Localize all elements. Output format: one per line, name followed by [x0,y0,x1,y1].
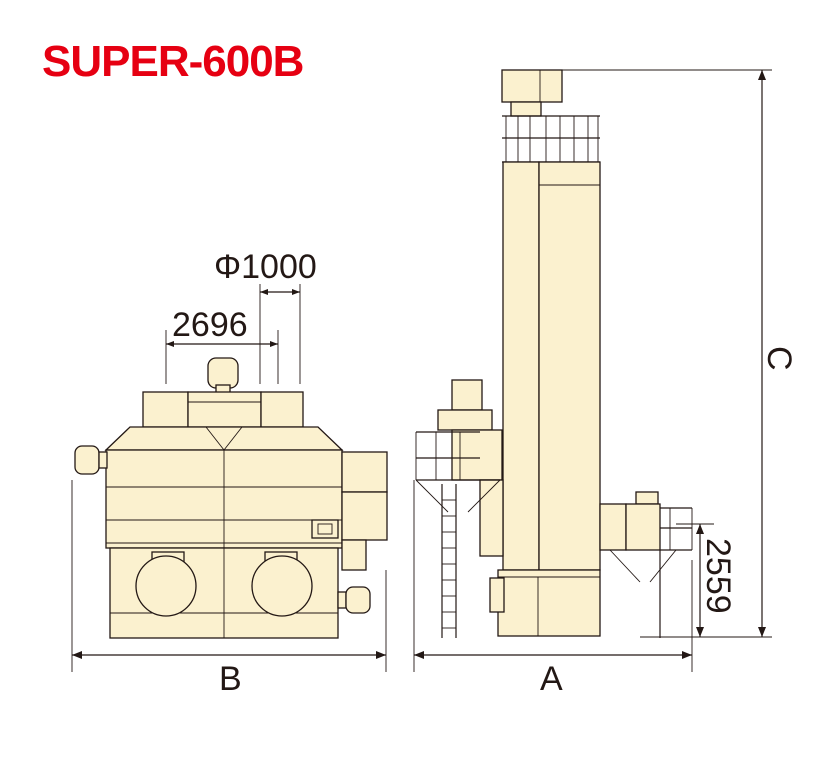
elevator-head [501,69,563,103]
ladder [441,484,457,638]
top-box-center [187,391,262,428]
label-diameter: Φ1000 [214,248,317,286]
side-knob-left [74,445,100,475]
label-inlet-height: 2559 [699,538,737,614]
side-knob-right [345,586,371,614]
front-view [74,357,388,639]
side-knob-right-neck [337,591,347,609]
side-knob-left-neck [98,451,108,469]
elevator-column [502,161,540,571]
top-box-left [142,391,189,428]
side-duct [341,539,367,571]
fan-left [135,555,197,617]
fan-right [251,555,313,617]
top-box-right [260,391,304,428]
base-outlet [489,577,505,613]
furnace-body [451,429,503,481]
intake-frame [609,507,693,638]
front-dimensions [71,284,387,672]
intake-box [625,503,661,551]
side-view [415,69,693,638]
furnace-hood [437,409,493,431]
side-unit-lower [341,491,388,541]
furnace-top [451,379,483,411]
label-a: A [540,660,563,698]
label-width-inner: 2696 [172,306,248,344]
control-box [311,519,339,539]
tower-base [497,569,601,637]
side-dimensions [413,69,772,672]
side-unit-upper [341,451,388,493]
top-railing [502,115,600,163]
intake-connector [599,503,627,551]
intake-cap [635,491,659,505]
label-b: B [219,660,242,698]
head-neck [510,101,542,117]
label-c: C [760,346,798,371]
furnace-duct [479,479,504,557]
side-platform [415,431,501,513]
roof [104,426,344,451]
top-cap [207,357,239,389]
model-title: SUPER-600B [42,37,304,86]
dryer-tower [538,161,601,571]
